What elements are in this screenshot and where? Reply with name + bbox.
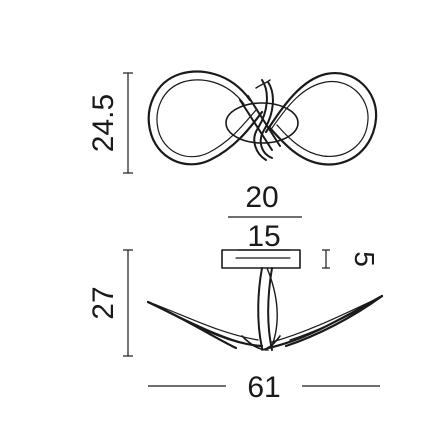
side-view: 27 61 bbox=[87, 249, 384, 404]
canopy-outer-width-dimension: 20 bbox=[228, 181, 302, 218]
canopy-inner-width-label: 15 bbox=[247, 220, 280, 253]
side-view-width-label: 61 bbox=[247, 371, 280, 404]
side-view-height-label: 27 bbox=[87, 286, 120, 319]
canopy-outer-width-label: 20 bbox=[245, 181, 278, 214]
canopy-thickness-label: 5 bbox=[349, 251, 380, 267]
canopy-thickness-dimension: 5 bbox=[322, 249, 380, 269]
lamp-side-view-outline bbox=[146, 249, 384, 351]
top-view-height-label: 24.5 bbox=[87, 94, 120, 152]
side-view-width-dimension: 61 bbox=[148, 371, 380, 404]
side-view-height-dimension: 27 bbox=[87, 249, 133, 357]
top-view: 24.5 bbox=[87, 70, 378, 174]
lamp-top-view-outline bbox=[147, 70, 378, 166]
canopy-inner-width-dimension: 15 bbox=[238, 220, 290, 253]
top-view-height-dimension: 24.5 bbox=[87, 72, 133, 174]
